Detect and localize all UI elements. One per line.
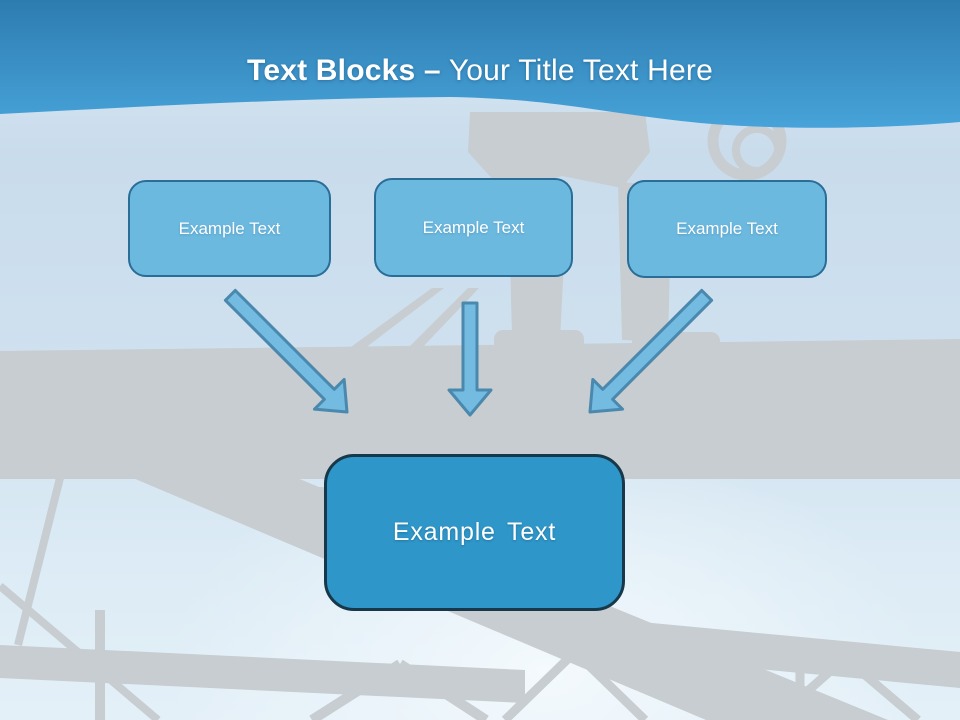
text-block-2-label: Example Text: [422, 217, 525, 237]
worker-torso: [468, 112, 650, 192]
slide-title: Text Blocks – Your Title Text Here: [0, 54, 960, 88]
center-text-block[interactable]: Example Text: [324, 454, 625, 611]
text-block-2[interactable]: Example Text: [374, 178, 573, 277]
sky-brace: [344, 288, 444, 352]
lower-beam: [0, 645, 525, 703]
header-wave-shape: [0, 0, 960, 128]
sky-brace: [404, 288, 479, 352]
rope-coil: [732, 125, 782, 175]
text-block-3[interactable]: Example Text: [627, 180, 827, 278]
text-block-1-label: Example Text: [178, 218, 281, 238]
slide-title-regular: Your Title Text Here: [448, 54, 713, 87]
slide-title-bold: Text Blocks –: [247, 54, 441, 87]
text-block-1[interactable]: Example Text: [128, 180, 331, 277]
header-band: [0, 0, 960, 128]
text-block-3-label: Example Text: [676, 219, 778, 238]
center-text-block-label: Example Text: [392, 518, 557, 546]
